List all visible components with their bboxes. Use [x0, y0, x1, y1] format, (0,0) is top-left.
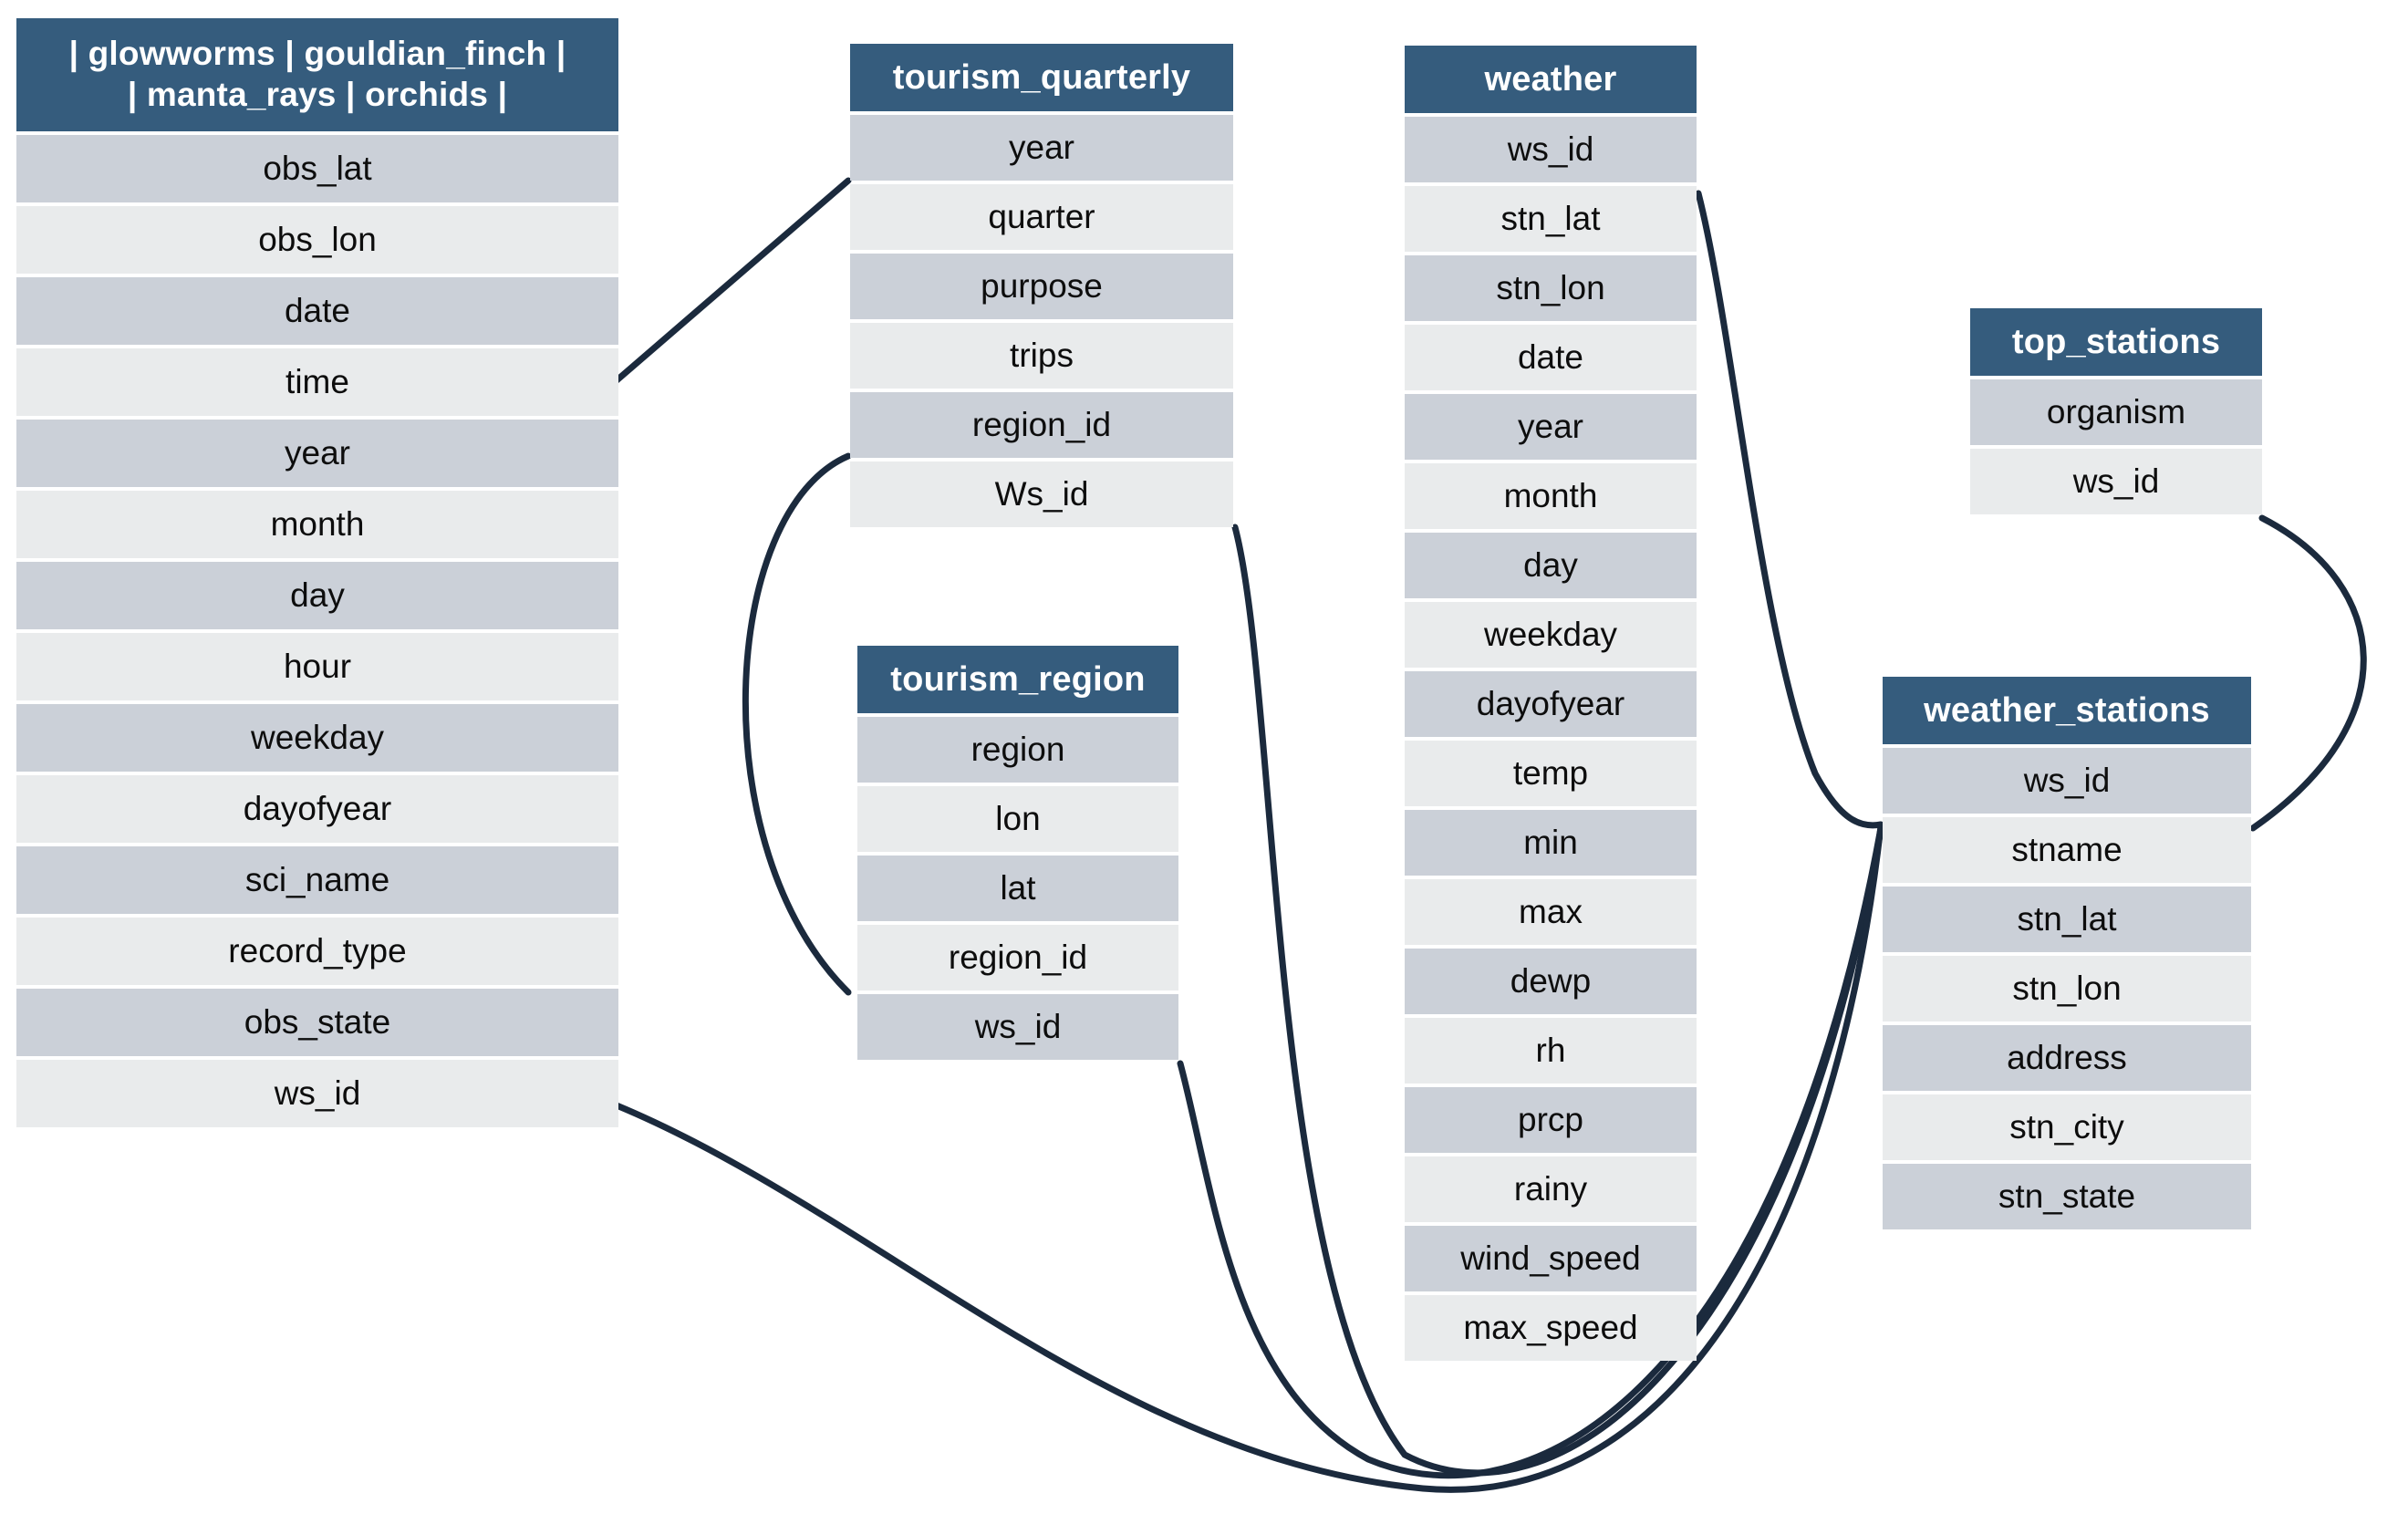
table-weather[interactable]: weather ws_id stn_lat stn_lon date year …: [1405, 46, 1697, 1362]
field-top-stations-ws-id[interactable]: ws_id: [1970, 449, 2262, 515]
field-tourism-quarterly-region-id[interactable]: region_id: [850, 392, 1233, 459]
field-observations-date[interactable]: date: [16, 277, 618, 346]
table-observations[interactable]: | glowworms | gouldian_finch | | manta_r…: [16, 18, 618, 1128]
table-top-stations-header: top_stations: [1970, 308, 2262, 377]
field-weather-stn-lon[interactable]: stn_lon: [1405, 255, 1697, 322]
table-tourism-quarterly[interactable]: tourism_quarterly year quarter purpose t…: [850, 44, 1233, 528]
field-weather-rainy[interactable]: rainy: [1405, 1156, 1697, 1223]
field-weather-stations-stname[interactable]: stname: [1883, 817, 2251, 884]
field-observations-record-type[interactable]: record_type: [16, 918, 618, 986]
field-observations-ws-id[interactable]: ws_id: [16, 1060, 618, 1128]
field-weather-weekday[interactable]: weekday: [1405, 602, 1697, 669]
edge-weather-ws-id-to-weather-stations-ws-id: [1695, 190, 1884, 829]
field-tourism-region-ws-id[interactable]: ws_id: [857, 994, 1178, 1061]
field-weather-ws-id[interactable]: ws_id: [1405, 117, 1697, 183]
edge-tourism-quarterly-region-id-to-tourism-region-region-id: [742, 452, 852, 996]
field-observations-dayofyear[interactable]: dayofyear: [16, 775, 618, 844]
field-weather-date[interactable]: date: [1405, 325, 1697, 391]
field-tourism-quarterly-purpose[interactable]: purpose: [850, 254, 1233, 320]
field-weather-stations-ws-id[interactable]: ws_id: [1883, 748, 2251, 814]
field-weather-dewp[interactable]: dewp: [1405, 949, 1697, 1015]
field-tourism-quarterly-year[interactable]: year: [850, 115, 1233, 181]
table-observations-header: | glowworms | gouldian_finch | | manta_r…: [16, 18, 618, 132]
field-weather-day[interactable]: day: [1405, 533, 1697, 599]
field-weather-min[interactable]: min: [1405, 810, 1697, 876]
field-tourism-quarterly-trips[interactable]: trips: [850, 323, 1233, 389]
table-observations-title-line1: | glowworms | gouldian_finch |: [68, 35, 566, 72]
field-weather-stations-stn-lon[interactable]: stn_lon: [1883, 956, 2251, 1022]
table-tourism-region-header: tourism_region: [857, 646, 1178, 714]
field-weather-stations-stn-lat[interactable]: stn_lat: [1883, 887, 2251, 953]
table-weather-stations[interactable]: weather_stations ws_id stname stn_lat st…: [1883, 677, 2251, 1230]
field-weather-temp[interactable]: temp: [1405, 741, 1697, 807]
field-observations-sci-name[interactable]: sci_name: [16, 846, 618, 915]
edge-top-stations-ws-id-to-weather-stations-ws-id: [2249, 514, 2367, 832]
field-observations-month[interactable]: month: [16, 491, 618, 559]
field-weather-wind-speed[interactable]: wind_speed: [1405, 1226, 1697, 1292]
table-observations-title-line2: | manta_rays | orchids |: [127, 76, 508, 114]
field-weather-dayofyear[interactable]: dayofyear: [1405, 671, 1697, 738]
field-observations-obs-state[interactable]: obs_state: [16, 989, 618, 1057]
table-weather-stations-header: weather_stations: [1883, 677, 2251, 745]
table-tourism-quarterly-header: tourism_quarterly: [850, 44, 1233, 112]
field-tourism-region-lat[interactable]: lat: [857, 856, 1178, 922]
table-tourism-region[interactable]: tourism_region region lon lat region_id …: [857, 646, 1178, 1061]
field-tourism-region-region[interactable]: region: [857, 717, 1178, 783]
field-weather-max[interactable]: max: [1405, 879, 1697, 946]
field-top-stations-organism[interactable]: organism: [1970, 379, 2262, 446]
field-observations-obs-lon[interactable]: obs_lon: [16, 206, 618, 275]
field-tourism-region-region-id[interactable]: region_id: [857, 925, 1178, 991]
field-weather-rh[interactable]: rh: [1405, 1018, 1697, 1084]
field-weather-prcp[interactable]: prcp: [1405, 1087, 1697, 1154]
field-observations-time[interactable]: time: [16, 348, 618, 417]
field-observations-year[interactable]: year: [16, 420, 618, 488]
field-observations-hour[interactable]: hour: [16, 633, 618, 701]
field-observations-weekday[interactable]: weekday: [16, 704, 618, 773]
field-observations-obs-lat[interactable]: obs_lat: [16, 135, 618, 203]
table-weather-header: weather: [1405, 46, 1697, 114]
field-weather-stations-address[interactable]: address: [1883, 1025, 2251, 1092]
field-weather-stn-lat[interactable]: stn_lat: [1405, 186, 1697, 253]
field-weather-month[interactable]: month: [1405, 463, 1697, 530]
table-top-stations[interactable]: top_stations organism ws_id: [1970, 308, 2262, 515]
field-tourism-region-lon[interactable]: lon: [857, 786, 1178, 853]
field-tourism-quarterly-ws-id[interactable]: Ws_id: [850, 461, 1233, 528]
field-weather-max-speed[interactable]: max_speed: [1405, 1295, 1697, 1362]
field-weather-stations-stn-city[interactable]: stn_city: [1883, 1094, 2251, 1161]
edge-observations-time-to-tourism-quarterly-year: [606, 177, 852, 390]
field-observations-day[interactable]: day: [16, 562, 618, 630]
field-weather-stations-stn-state[interactable]: stn_state: [1883, 1164, 2251, 1230]
field-tourism-quarterly-quarter[interactable]: quarter: [850, 184, 1233, 251]
field-weather-year[interactable]: year: [1405, 394, 1697, 461]
